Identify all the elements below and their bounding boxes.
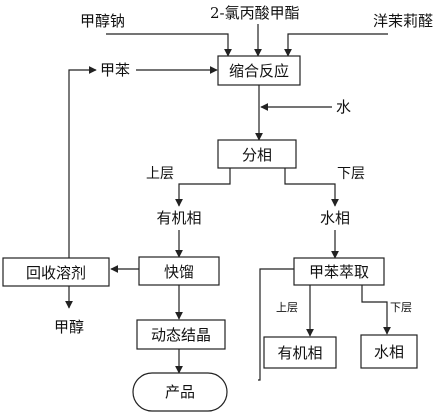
extraction-lower-layer-label: 下层 [390, 301, 412, 314]
phase-separation-label: 分相 [242, 146, 272, 164]
upper-layer-label: 上层 [146, 166, 174, 182]
solvent-recovery-label: 回收溶剂 [26, 264, 86, 282]
toluene-extraction-box [293, 257, 385, 286]
toluene-extraction-label: 甲苯萃取 [309, 263, 369, 281]
arrow-piperonal-to-condensation [284, 33, 388, 57]
solvent-recovery-box [2, 257, 110, 287]
flash-distillation-label: 快馏 [164, 263, 194, 281]
product-label: 产品 [165, 383, 195, 401]
organic-phase-label: 有机相 [156, 209, 201, 227]
arrow-lower-layer-to-aqueous-phase [284, 168, 339, 207]
arrow-extraction-lower-to-aqueous [361, 285, 391, 335]
methanol-output-label: 甲醇 [54, 318, 84, 336]
dynamic-crystallization-box [136, 319, 226, 350]
lower-layer-label: 下层 [337, 166, 365, 182]
condensation-reaction-label: 缩合反应 [229, 62, 289, 80]
water-input-label: 水 [336, 98, 351, 116]
arrow-recycle-line-to-toluene [68, 66, 97, 258]
extraction-aqueous-phase-label: 水相 [374, 343, 404, 361]
dynamic-crystallization-label: 动态结晶 [151, 326, 211, 344]
product-terminal-shape [132, 372, 228, 412]
arrow-upper-layer-to-organic-phase [175, 168, 231, 207]
toluene-recycle-label: 甲苯 [100, 61, 130, 79]
extraction-organic-phase-label: 有机相 [277, 344, 322, 362]
arrow-extraction-recycle-to-toluene-line [258, 268, 294, 381]
input-label-sodium-methoxide: 甲醇钠 [80, 12, 125, 30]
phase-separation-box [217, 139, 297, 169]
extraction-upper-layer-label: 上层 [276, 301, 298, 314]
arrow-sodium-methoxide-to-condensation [106, 33, 232, 57]
aqueous-phase-label: 水相 [320, 209, 350, 227]
flash-distillation-box [138, 256, 220, 286]
extraction-organic-phase-box [263, 336, 337, 369]
input-label-piperonal: 洋茉莉醛 [373, 12, 433, 30]
input-label-methyl-2-chloropropionate: 2-氯丙酸甲酯 [210, 4, 300, 22]
extraction-aqueous-phase-box [360, 334, 418, 369]
